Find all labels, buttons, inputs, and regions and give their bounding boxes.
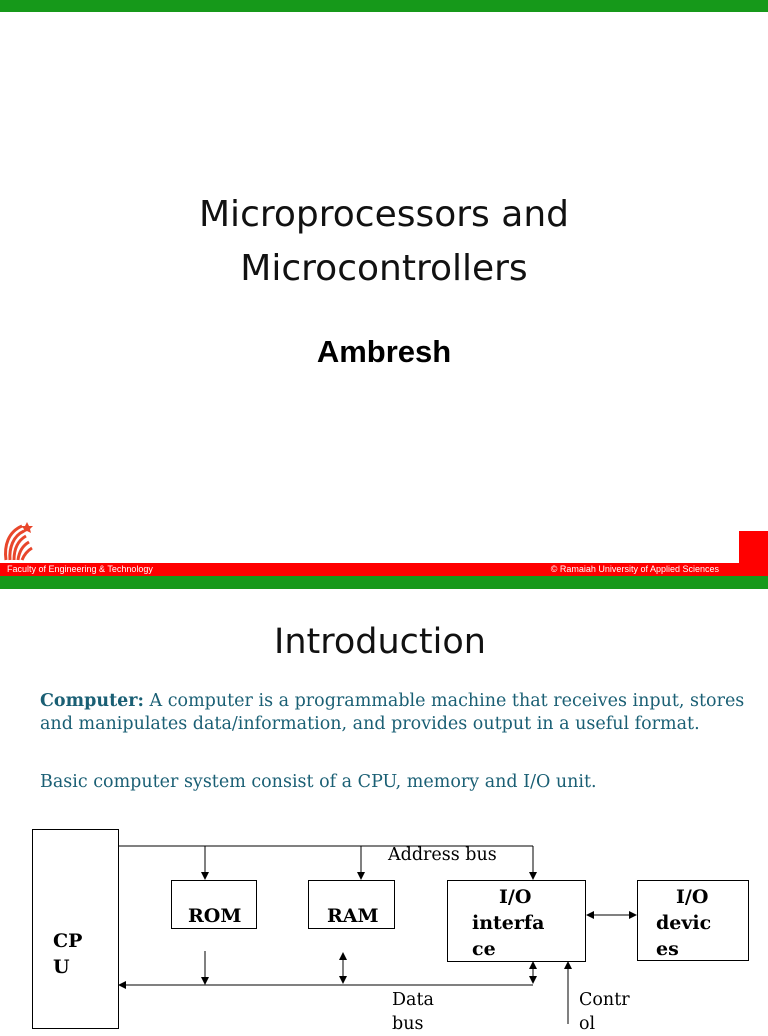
footer-red-tab [739,531,768,564]
computer-definition-text: A computer is a programmable machine tha… [40,691,745,734]
cpu-label-line-2: U [53,956,70,978]
io-devices-line-1: I/O [676,886,709,908]
io-interface-line-3: ce [472,938,496,960]
footer-green-bar [0,576,768,589]
university-logo-icon [4,522,33,561]
ram-box: RAM [308,880,395,929]
rom-box: ROM [171,880,257,929]
io-interface-label: I/O interfa ce [472,884,572,962]
cpu-box: CP U [32,829,119,1029]
data-bus-label-line-1: Data [392,990,434,1010]
slide1-title: Microprocessors and Microcontrollers [84,188,684,296]
top-green-bar [0,0,768,12]
slide2-title: Introduction [274,622,486,662]
address-bus-label: Address bus [388,845,497,865]
rom-label: ROM [188,905,242,927]
control-label: Contr ol [579,988,630,1036]
author-name: Ambresh [316,334,452,369]
data-bus-label: Data bus [392,988,434,1036]
io-devices-line-3: es [656,938,679,960]
cpu-label-line-1: CP [53,930,83,952]
footer-copyright-text: © Ramaiah University of Applied Sciences [550,564,719,574]
cpu-label: CP U [53,928,82,980]
control-label-line-2: ol [579,1014,596,1034]
footer-red-bar: Faculty of Engineering & Technology © Ra… [0,563,768,576]
computer-definition: Computer: A computer is a programmable m… [40,690,750,736]
io-interface-box: I/O interfa ce [447,880,586,962]
io-devices-label: I/O devic es [656,884,746,962]
basic-system-text: Basic computer system consist of a CPU, … [40,772,597,792]
control-label-line-1: Contr [579,990,630,1010]
io-devices-box: I/O devic es [637,880,749,961]
io-interface-line-2: interfa [472,912,545,934]
title-line-2: Microcontrollers [240,248,528,289]
ram-label: RAM [327,905,379,927]
io-devices-line-2: devic [656,912,712,934]
io-interface-line-1: I/O [499,886,532,908]
data-bus-label-line-2: bus [392,1014,424,1034]
footer-faculty-text: Faculty of Engineering & Technology [7,564,153,574]
computer-term: Computer: [40,691,144,711]
title-line-1: Microprocessors and [199,194,569,235]
